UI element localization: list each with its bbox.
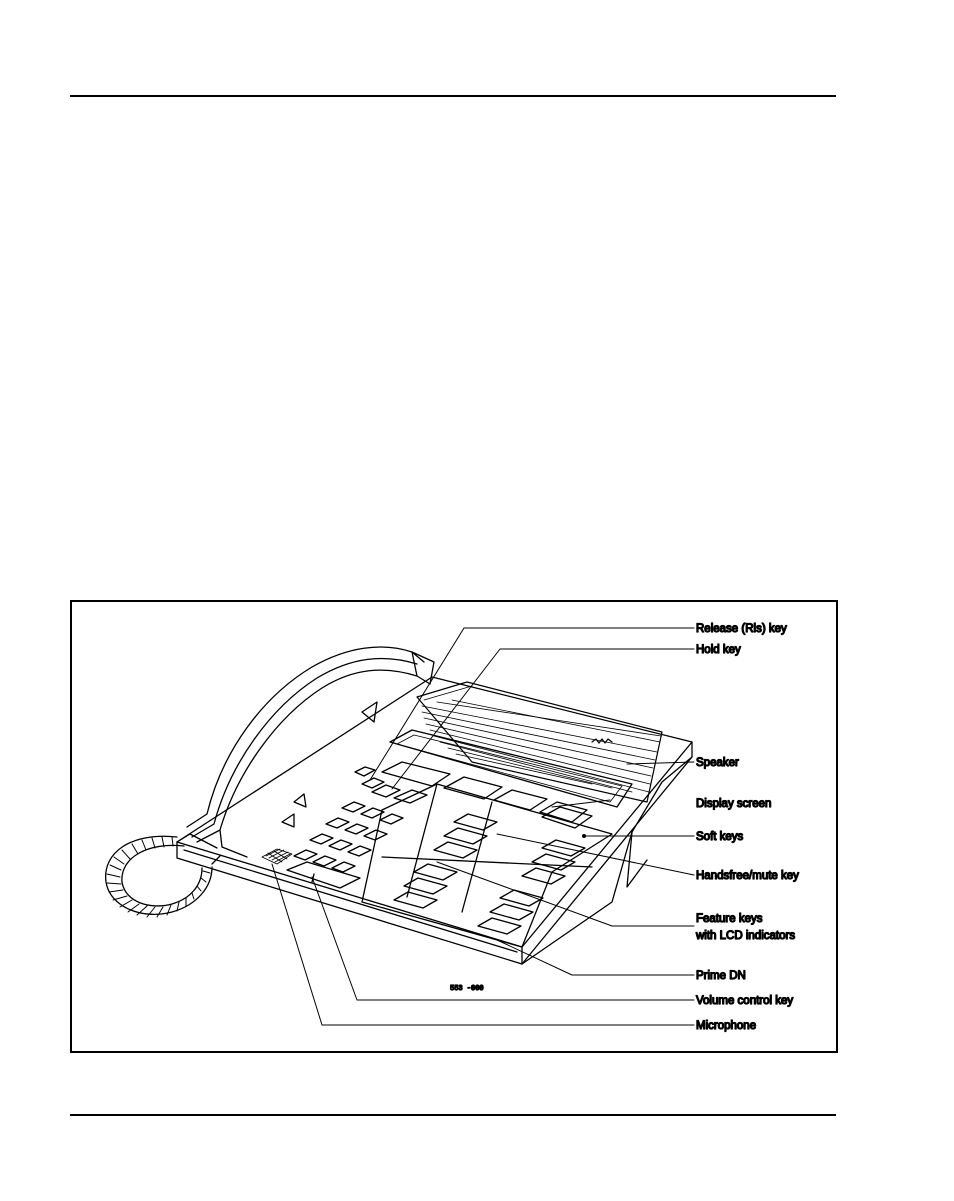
- speaker-grille: [417, 682, 662, 802]
- telephone-figure: Release (Rls) key Hold key Speaker Displ…: [70, 600, 838, 1053]
- footer-rule: [70, 1114, 836, 1116]
- figure-code: 553 -000: [450, 985, 484, 993]
- callout-release-key: Release (Rls) key: [696, 623, 787, 635]
- callout-volume-control-key: Volume control key: [696, 995, 793, 1007]
- callout-speaker: Speaker: [696, 757, 739, 769]
- feature-keys-right: [478, 840, 585, 934]
- feature-keys-left: [394, 814, 497, 908]
- release-hold-keys: [355, 767, 427, 803]
- coiled-cord: [106, 836, 220, 917]
- callout-microphone: Microphone: [696, 1020, 756, 1032]
- callout-soft-keys: Soft keys: [696, 831, 744, 843]
- telephone-illustration: Release (Rls) key Hold key Speaker Displ…: [72, 602, 836, 1051]
- callout-leaders: [272, 628, 694, 1025]
- callout-handsfree-mute-key: Handsfree/mute key: [696, 870, 799, 882]
- callout-display-screen: Display screen: [696, 798, 771, 810]
- soft-keys-dot: [582, 834, 586, 838]
- callout-prime-dn: Prime DN: [696, 970, 746, 982]
- callout-feature-keys: Feature keys: [696, 913, 763, 925]
- callout-feature-keys-lcd: with LCD indicators: [695, 930, 795, 942]
- callout-hold-key: Hold key: [696, 644, 741, 656]
- microphone-grille: [262, 849, 292, 864]
- feature-key-panel: [362, 784, 612, 947]
- header-rule: [70, 95, 836, 97]
- handset: [177, 647, 434, 857]
- dial-pad: [287, 802, 403, 888]
